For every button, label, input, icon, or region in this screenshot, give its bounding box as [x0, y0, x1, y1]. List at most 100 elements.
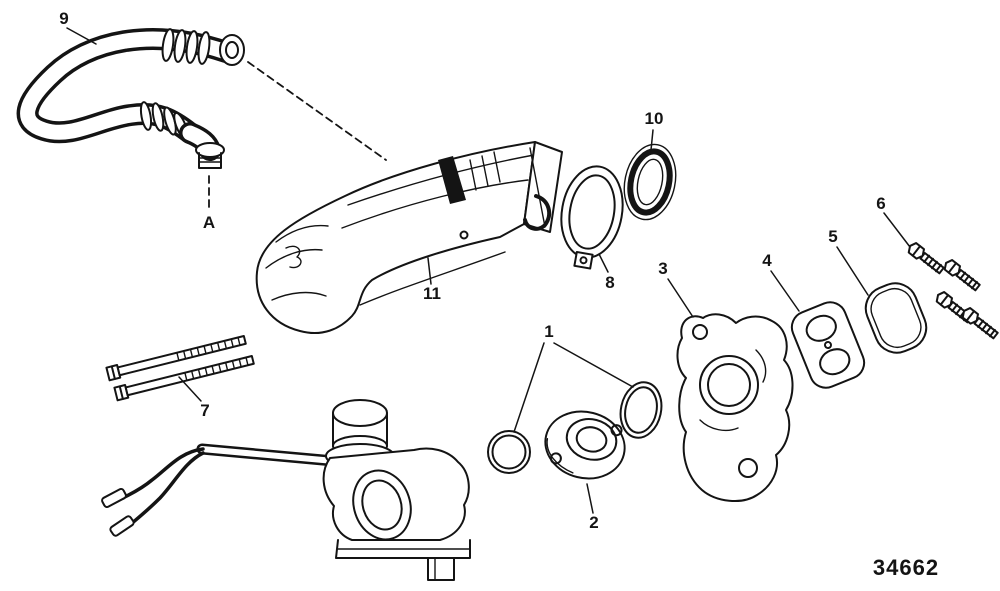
oring-left-outer	[487, 430, 531, 474]
callout-4: 4	[762, 251, 772, 270]
leader-9	[66, 27, 97, 45]
stud-threads	[184, 356, 249, 382]
bracket-outline	[676, 313, 794, 502]
stud-bolt	[105, 335, 247, 382]
callout-a: A	[203, 213, 215, 232]
leader-1b	[553, 342, 634, 388]
oring-right-outer	[619, 381, 663, 439]
bracket-hole-top	[692, 324, 708, 340]
clamp-bolt-tab	[573, 250, 594, 270]
solenoid-sides	[332, 412, 388, 447]
adapter-depth-line	[546, 438, 574, 474]
hose-part-9	[16, 28, 245, 169]
studs-part-7	[105, 335, 255, 402]
adapter-part-2	[544, 410, 626, 480]
stud-bolt	[113, 355, 255, 402]
oring-right-inner	[624, 386, 658, 434]
bracket-part-3	[676, 313, 794, 502]
carburetor-assembly	[101, 399, 471, 581]
orings-part-1	[487, 381, 663, 474]
leader-lines	[66, 27, 911, 514]
drawing-number: 34662	[873, 555, 939, 580]
gasket-plate	[790, 301, 866, 389]
callout-3: 3	[658, 259, 667, 278]
manifold-drain-screw	[459, 230, 469, 240]
callout-11: 11	[423, 284, 441, 303]
bracket-rib	[755, 349, 767, 383]
adapter-bolt-hole	[549, 452, 562, 465]
manifold-casting-curl	[285, 245, 302, 269]
callout-6: 6	[876, 194, 885, 213]
wire-connector	[101, 488, 127, 508]
leader-5	[836, 246, 869, 296]
callout-1: 1	[544, 322, 553, 341]
leader-10	[650, 129, 654, 151]
clamp-bolt	[579, 256, 588, 265]
carb-bottom-stub	[427, 557, 455, 581]
bolt-icon	[961, 307, 999, 340]
manifold-bend-rib	[275, 224, 329, 243]
oring-outer	[864, 282, 928, 354]
manifold-bend-rib	[271, 291, 327, 301]
callout-5: 5	[828, 227, 837, 246]
leader-4	[770, 270, 800, 312]
bracket-bore-outer	[699, 355, 759, 415]
callout-7: 7	[200, 401, 209, 420]
wire-connector	[109, 515, 135, 537]
exhaust-elbow-part-11	[255, 141, 563, 335]
adapter-bore	[575, 426, 608, 453]
leader-8	[598, 253, 609, 273]
manifold-underside-line	[359, 251, 506, 306]
wire-upper	[121, 447, 205, 500]
elbow-flange	[195, 142, 225, 158]
elbow-threaded-stub	[198, 152, 222, 169]
gasket-center-hole	[824, 341, 832, 349]
callout-9: 9	[59, 9, 68, 28]
seal-outer	[623, 143, 677, 221]
leader-2	[586, 483, 594, 514]
oring-inner	[870, 287, 922, 349]
seal-ring-part-10	[623, 143, 677, 221]
manifold-body-outline	[255, 141, 536, 335]
seal-band	[627, 148, 673, 216]
leader-3	[667, 278, 694, 318]
callout-8: 8	[605, 273, 614, 292]
clamp-ring-part-8	[560, 165, 624, 270]
elbow-thread-lines	[199, 157, 221, 163]
bolt-icon	[943, 259, 981, 292]
hose-to-manifold-dashed-line	[247, 61, 387, 161]
solenoid-dome	[332, 399, 388, 427]
adapter-bolt-hole	[610, 424, 623, 437]
hose-end-bore	[225, 41, 239, 59]
stud-threads	[176, 336, 241, 362]
manifold-contour-line	[341, 179, 529, 229]
manifold-stripe-detail	[438, 156, 466, 204]
oring-left-inner	[491, 434, 527, 470]
bracket-rib	[699, 419, 739, 432]
callout-10: 10	[645, 109, 664, 128]
gasket-slot-top	[805, 314, 837, 342]
gasket-part-4	[790, 301, 866, 389]
linkage-rod-inner	[199, 446, 348, 465]
carb-port-inner	[361, 479, 403, 531]
oring-part-5	[864, 282, 928, 354]
manifold-outlet-hook	[523, 194, 552, 231]
adapter-neck	[565, 418, 618, 461]
leader-1a	[513, 342, 545, 433]
wire-lower	[129, 451, 205, 526]
clamp-inner-ring	[568, 174, 616, 250]
bolt-icon	[907, 242, 945, 275]
bracket-hole-bottom	[738, 458, 758, 478]
leader-11	[427, 257, 432, 285]
bolts-part-6	[907, 242, 999, 340]
gasket-slot-bottom	[819, 348, 851, 376]
carb-port-outer	[352, 469, 412, 541]
callout-2: 2	[589, 513, 598, 532]
bracket-bore-inner	[707, 363, 751, 407]
hose-coupling-ribs-upper	[161, 28, 211, 65]
manifold-hatch	[469, 151, 501, 191]
leader-6	[883, 212, 911, 248]
seal-bore	[636, 158, 664, 206]
